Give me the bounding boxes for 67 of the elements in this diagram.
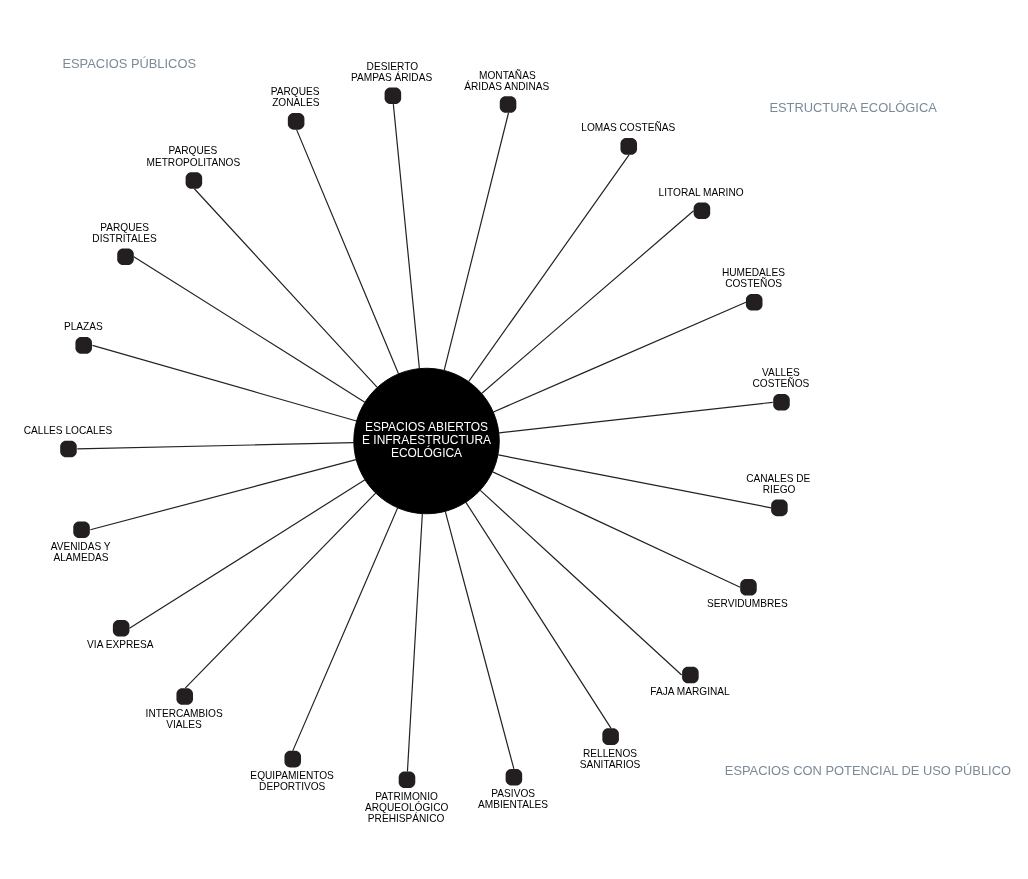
node-label: AVENIDAS Y ALAMEDAS xyxy=(50,540,111,563)
node-circle xyxy=(771,499,788,516)
node-circle xyxy=(117,247,134,265)
connector xyxy=(392,103,420,369)
connector xyxy=(492,301,747,413)
node-label: MONTAÑAS ÁRIDAS ANDINAS xyxy=(464,68,550,92)
node-label: VIA EXPRESA xyxy=(87,638,154,650)
node-circle xyxy=(176,687,193,705)
connector xyxy=(296,128,400,374)
connector xyxy=(444,510,515,770)
node-label: FAJA MARGINAL xyxy=(650,685,730,697)
node-label: EQUIPAMIENTOS DEPORTIVOS xyxy=(250,769,334,792)
connector xyxy=(193,187,378,388)
connector xyxy=(468,153,630,382)
node-label: PLAZAS xyxy=(63,320,103,332)
connector xyxy=(465,501,612,729)
node-circle xyxy=(284,750,302,767)
node-circle xyxy=(60,440,77,457)
connector xyxy=(89,458,357,530)
node-circle xyxy=(620,137,638,155)
connector xyxy=(406,512,423,772)
node-circle xyxy=(185,171,203,189)
node-circle xyxy=(384,87,402,104)
node-label: RELLENOS SANITARIOS xyxy=(579,747,641,770)
connector xyxy=(91,344,358,422)
connector xyxy=(492,470,741,588)
node-label: HUMEDALES COSTEÑOS xyxy=(721,266,785,289)
node-label: PARQUES DISTRITALES xyxy=(92,221,157,244)
connector xyxy=(76,441,355,450)
label: ESPACIOS CON POTENCIAL DE USO PÚBLICO xyxy=(724,762,1011,778)
node-label: PASIVOS AMBIENTALES xyxy=(477,787,549,810)
node-circle xyxy=(682,666,699,683)
node-label: DESIERTO PAMPAS ÁRIDAS xyxy=(350,60,433,83)
node-circle xyxy=(693,202,711,219)
connector xyxy=(133,255,366,403)
node-circle xyxy=(75,336,92,354)
connector xyxy=(184,492,377,689)
connector xyxy=(443,111,510,371)
node-label: INTERCAMBIOS VIALES xyxy=(145,707,223,730)
node-label: CANALES DE RIEGO xyxy=(746,472,811,495)
connector xyxy=(497,453,772,508)
node-circle xyxy=(287,112,305,130)
node-circle xyxy=(398,771,416,788)
node-label: PARQUES METROPOLITANOS xyxy=(146,144,241,168)
node-circle xyxy=(773,393,790,411)
node-label: PARQUES ZONALES xyxy=(270,85,320,108)
connector xyxy=(498,401,774,433)
node-label: LITORAL MARINO xyxy=(658,186,744,198)
node-circle xyxy=(112,619,130,637)
node-label: SERVIDUMBRES xyxy=(707,597,788,609)
node-circle xyxy=(602,727,619,745)
connector xyxy=(481,209,695,394)
node-circle xyxy=(499,95,517,113)
node-label: PATRIMONIO ARQUEOLÓGICO PREHISPÁNICO xyxy=(365,790,449,824)
node-circle xyxy=(740,578,757,595)
node-circle xyxy=(505,768,523,785)
node-circle: ESPACIOS ABIERTOS E INFRAESTRUCTURA ECOLÓGICA xyxy=(353,367,500,514)
node-circle xyxy=(745,293,763,311)
connector xyxy=(292,506,399,751)
node-circle xyxy=(73,520,90,538)
node-label: CALLES LOCALES xyxy=(23,424,113,436)
label: ESPACIOS PÚBLICOS xyxy=(62,55,196,71)
node-label: VALLES COSTEÑOS xyxy=(752,366,810,389)
connector xyxy=(479,489,683,676)
connector xyxy=(128,478,366,629)
node-label: LOMAS COSTEÑAS xyxy=(581,121,676,133)
label: ESTRUCTURA ECOLÓGICA xyxy=(769,99,937,115)
